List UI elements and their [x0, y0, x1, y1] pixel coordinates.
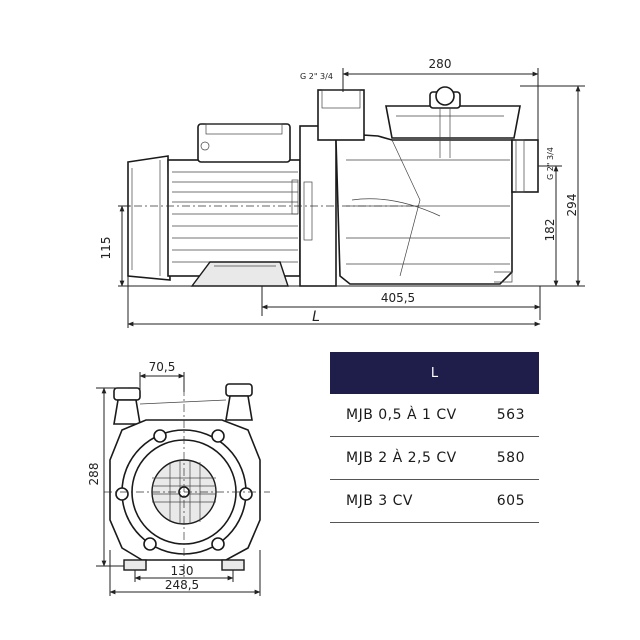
outlet-thread-label: G 2" 3/4 — [546, 147, 555, 180]
model-cell: MJB 3 CV — [330, 479, 487, 523]
length-cell: 563 — [486, 394, 539, 437]
side-view — [118, 86, 540, 287]
dim-405-5: 405,5 — [381, 291, 415, 305]
model-cell: MJB 2 À 2,5 CV — [330, 436, 487, 480]
dim-115: 115 — [99, 237, 113, 260]
inlet-thread-label: G 2" 3/4 — [300, 72, 333, 81]
front-view-dimensions: 70,5 288 130 248,5 — [87, 360, 261, 596]
table-row: MJB 3 CV 605 — [330, 479, 539, 523]
dim-182: 182 — [543, 219, 557, 242]
dim-70-5: 70,5 — [149, 360, 176, 374]
dim-288: 288 — [87, 463, 101, 486]
front-view — [104, 372, 270, 580]
length-cell: 580 — [486, 436, 539, 480]
table-header: L — [330, 352, 539, 394]
model-cell: MJB 0,5 À 1 CV — [330, 394, 487, 437]
table-row: MJB 2 À 2,5 CV 580 — [330, 436, 539, 480]
dim-130: 130 — [171, 564, 194, 578]
dim-280: 280 — [429, 57, 452, 71]
dim-294: 294 — [565, 194, 579, 217]
table-row: MJB 0,5 À 1 CV 563 — [330, 394, 539, 437]
side-view-dimensions: 280 G 2" 3/4 294 182 G 2" 3/4 115 405,5 … — [99, 57, 585, 328]
length-cell: 605 — [486, 479, 539, 523]
dimension-table: L MJB 0,5 À 1 CV 563 MJB 2 À 2,5 CV 580 … — [330, 352, 539, 523]
dim-248-5: 248,5 — [165, 578, 199, 592]
dim-L: L — [312, 309, 320, 325]
